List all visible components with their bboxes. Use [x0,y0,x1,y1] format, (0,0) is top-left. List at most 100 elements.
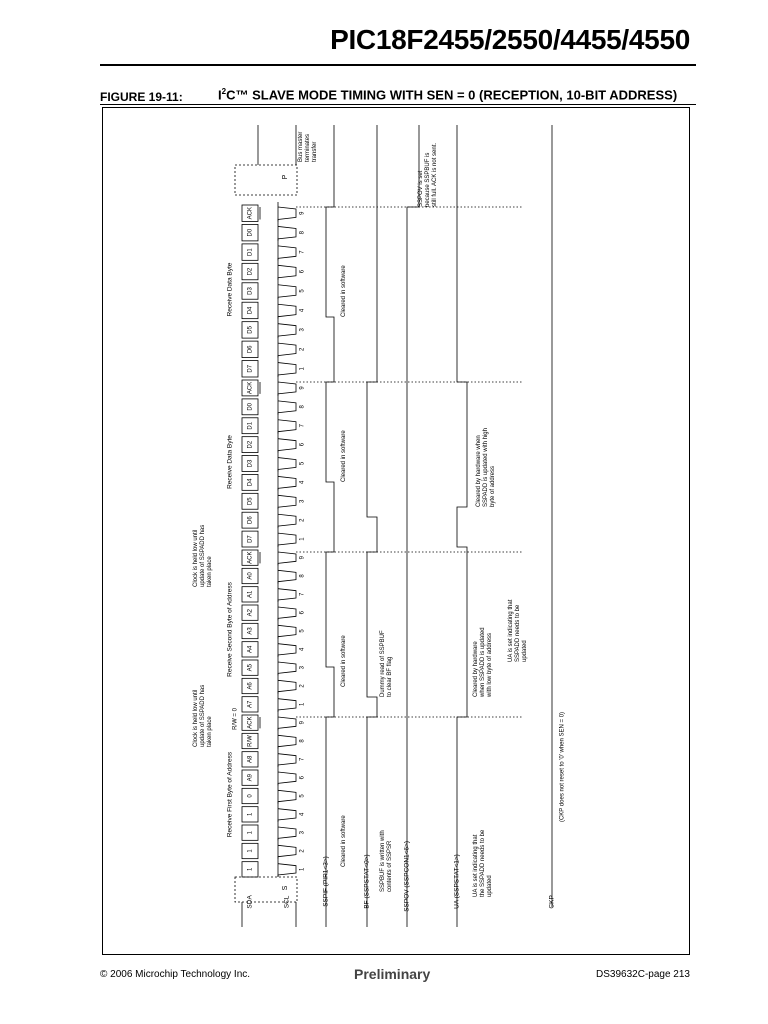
sda-bit-cell [241,842,259,860]
annotation-cleared-software-line: Cleared in software [341,635,347,687]
scl-clock-pulse [277,643,297,657]
sda-bit-cell [241,549,259,566]
scl-clock-pulse [277,342,297,358]
sda-bit-cell [241,567,259,585]
scl-clock-number: 4 [300,647,306,651]
annotation-ua-set-line: SSPADD needs to be [515,604,521,662]
byte-label: Receive Data Byte [227,435,234,489]
annotation-clock-held-line: Clock is held low until [193,690,199,747]
annotation-bus-master-line: transfer [312,142,318,162]
annotation-cleared-software: Cleared in software [341,635,347,687]
sda-bit-cell [241,492,259,510]
sda-bit-label: ACK [248,382,254,394]
annotation-cleared-software-line: Cleared in software [341,815,347,867]
scl-clock-number: 4 [300,480,306,484]
sda-bit-cell [241,321,259,339]
sspov-waveform [406,125,420,927]
bf-waveform [366,125,378,927]
scl-clock-number: 2 [300,684,306,688]
scl-clock-pulse [277,419,297,434]
scl-clock-pulse [277,303,297,319]
scl-clock-number: 6 [300,775,306,779]
sda-bit-label: A0 [248,572,254,580]
signal-label-sda: SDA [247,895,254,909]
sda-bit-label: D6 [248,516,254,524]
scl-clock-number: 5 [300,794,306,798]
scl-start-marker: S [282,885,289,890]
sda-bit-cell [241,436,259,453]
annotation-cleared-hardware-line: Cleared by hardware when [476,435,482,507]
annotation-sspbuf-written-line: SSPBUF is written with [380,830,386,892]
scl-clock-number: 7 [300,423,306,427]
sda-bit-label: ACK [248,207,254,219]
sda-bit-label: A9 [248,773,254,781]
sda-bit-cell [241,417,259,435]
annotation-sspov-set-line: still full. ACK is not sent. [432,143,438,207]
scl-clock-number: 2 [300,518,306,522]
scl-clock-number: 9 [300,211,306,215]
annotation-cleared-software: Cleared in software [341,815,347,867]
annotation-dummy-read-line: Dummy read of SSPBUF [380,630,386,697]
sda-bit-cell [241,243,259,261]
sda-bit-label: D3 [248,459,254,467]
sda-bit-cell [241,622,259,640]
scl-clock-number: 1 [300,867,306,871]
scl-clock-pulse [277,532,297,547]
scl-clock-pulse [277,716,297,731]
figure-number: FIGURE 19-11: [100,90,183,104]
scl-clock-pulse [277,826,297,841]
sda-bit-cell [241,340,259,358]
sda-bit-label: D5 [248,325,254,333]
scl-clock-number: 7 [300,592,306,596]
start-condition-box [234,876,298,903]
scl-clock-number: 9 [300,720,306,724]
sda-bit-cell [241,224,259,242]
byte-label: Receive First Byte of Address [227,751,234,837]
scl-clock-number: 4 [300,308,306,312]
scl-clock-number: 7 [300,250,306,254]
sda-bit-label: 1 [248,812,254,816]
sda-bit-cell [241,455,259,472]
scl-clock-pulse [277,284,297,300]
sda-bit-cell [241,530,259,548]
figure-title-rule [100,104,696,105]
footer-page-number: DS39632C-page 213 [596,969,690,980]
scl-clock-pulse [277,789,297,804]
scl-clock-number: 9 [300,555,306,559]
scl-clock-pulse [277,226,297,241]
annotation-ua-set-line: updated [522,640,528,662]
annotation-dummy-read-line: to clear BF flag [387,657,393,697]
sda-bit-label: D2 [248,440,254,448]
sda-bit-label: A1 [248,590,254,598]
annotation-cleared-hardware-line: with low byte of address [487,633,493,698]
annotation-ua-set-line: UA is set indicating that [473,834,479,897]
annotation-cleared-hardware-line: Cleared by hardware [473,641,479,697]
sda-bit-cell [241,787,259,805]
annotation-ua-set-line: UA is set indicating that [508,599,514,662]
scl-clock-number: 4 [300,812,306,816]
scl-clock-number: 3 [300,665,306,669]
scl-clock-pulse [277,457,297,472]
page-title: PIC18F2455/2550/4455/4550 [330,24,690,55]
figure-title: I2C™ SLAVE MODE TIMING WITH SEN = 0 (REC… [218,87,678,103]
sda-bit-label: D7 [248,535,254,543]
sda-bit-label: 1 [248,867,254,871]
byte-label: Receive Data Byte [227,262,234,316]
sda-bit-label: ACK [248,716,254,728]
sda-bit-label: D4 [248,478,254,486]
scl-clock-number: 8 [300,230,306,234]
sda-bit-cell [241,586,259,603]
scl-clock-pulse [277,808,297,822]
figure-frame [102,107,690,955]
sda-bit-label: 0 [248,794,254,798]
sda-bit-cell [241,604,259,621]
scl-clock-number: 8 [300,739,306,743]
annotation-clock-held-line: update of SSPADD has [200,685,206,747]
sda-bit-cell [241,379,259,397]
